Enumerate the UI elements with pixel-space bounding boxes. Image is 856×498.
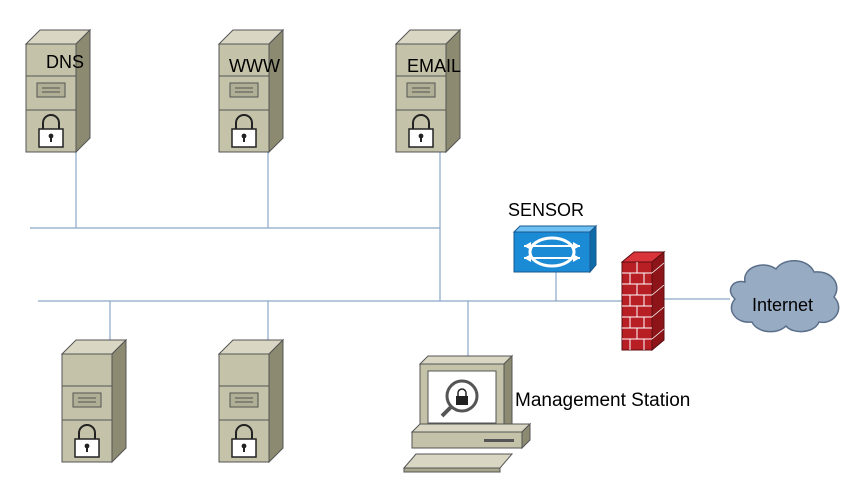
email-server-icon <box>395 29 461 153</box>
email-label: EMAIL <box>407 56 462 76</box>
server-a-icon <box>61 339 127 463</box>
dns-label: DNS <box>46 52 85 72</box>
dns-server-icon <box>25 29 91 153</box>
www-label: WWW <box>229 56 280 76</box>
internet-label: Internet <box>752 295 814 315</box>
www-server-icon <box>218 29 284 153</box>
cloud-icon <box>729 260 840 333</box>
firewall-icon <box>620 250 666 352</box>
sensor-label: SENSOR <box>508 200 585 220</box>
sensor-icon <box>512 224 598 274</box>
management-station-label: Management Station <box>515 390 691 411</box>
network-links <box>30 150 730 356</box>
management-station-icon <box>402 354 532 473</box>
server-b-icon <box>218 339 284 463</box>
